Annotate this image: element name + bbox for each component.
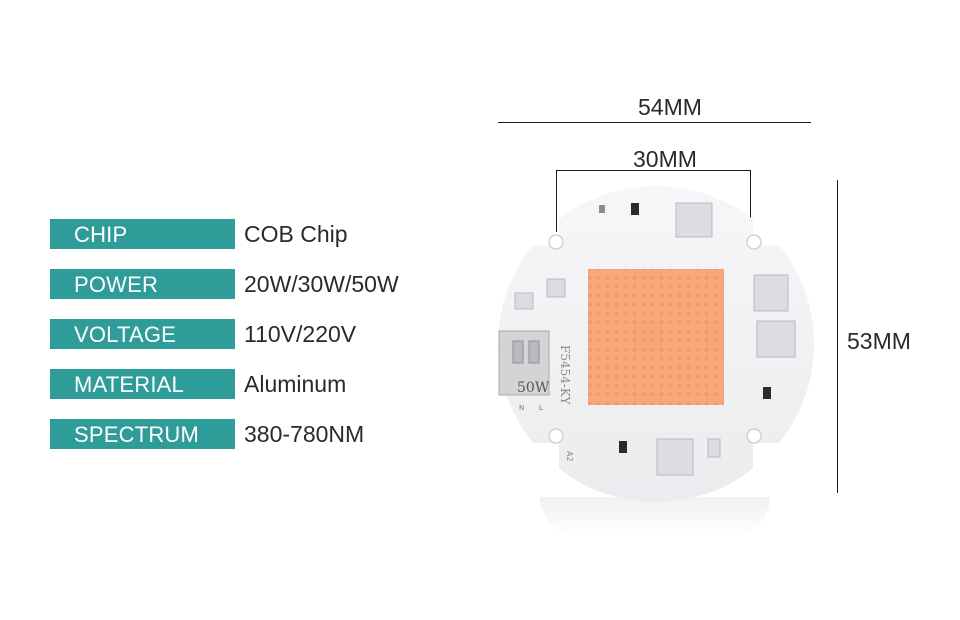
connector-pin: [512, 340, 524, 364]
corner-mark-text: A2: [565, 451, 574, 462]
spec-row-material: MATERIAL Aluminum: [50, 369, 470, 399]
smd-component: [675, 202, 713, 238]
cob-board-graphic: 50W N L F5454-KY A2: [498, 186, 814, 502]
spec-value: COB Chip: [244, 221, 348, 247]
mount-hole-icon: [548, 428, 564, 444]
spec-label: SPECTRUM: [50, 419, 235, 449]
connector-pin: [528, 340, 540, 364]
spec-value: 380-780NM: [244, 421, 365, 447]
height-label: 53MM: [847, 328, 911, 354]
smd-component: [656, 438, 694, 476]
pad-label-n: N: [519, 404, 524, 412]
led-emitter-array: [588, 269, 724, 405]
outer-width-line: [498, 122, 811, 123]
spec-row-power: POWER 20W/30W/50W: [50, 269, 470, 299]
spec-label: MATERIAL: [50, 369, 235, 399]
smd-component: [763, 387, 771, 399]
spec-label: POWER: [50, 269, 235, 299]
pad-label-l: L: [539, 404, 543, 412]
cob-led-board: 50W N L F5454-KY A2: [495, 183, 817, 505]
mount-hole-icon: [548, 234, 564, 250]
smd-component: [599, 205, 605, 213]
mount-hole-icon: [746, 428, 762, 444]
smd-component: [546, 278, 566, 298]
spec-row-chip: CHIP COB Chip: [50, 219, 470, 249]
spec-label: CHIP: [50, 219, 235, 249]
connector-wattage-text: 50W: [517, 380, 550, 396]
spec-row-voltage: VOLTAGE 110V/220V: [50, 319, 470, 349]
spec-row-spectrum: SPECTRUM 380-780NM: [50, 419, 470, 449]
part-number-text: F5454-KY: [558, 345, 572, 406]
inner-width-tick-left: [556, 170, 557, 232]
smd-component: [753, 274, 789, 312]
outer-width-label: 54MM: [638, 94, 702, 120]
inner-width-line: [556, 170, 750, 171]
spec-label: VOLTAGE: [50, 319, 235, 349]
mount-hole-icon: [746, 234, 762, 250]
smd-component: [756, 320, 796, 358]
smd-component: [514, 292, 534, 310]
smd-component: [707, 438, 721, 458]
spec-value: Aluminum: [244, 371, 347, 397]
power-connector: [498, 330, 550, 396]
inner-width-label: 30MM: [633, 146, 697, 172]
smd-component: [631, 203, 639, 215]
smd-component: [619, 441, 627, 453]
height-line: [837, 180, 838, 493]
inner-width-tick-right: [750, 170, 751, 232]
board-reflection: [540, 497, 770, 537]
spec-value: 20W/30W/50W: [244, 271, 399, 297]
spec-value: 110V/220V: [244, 321, 357, 347]
